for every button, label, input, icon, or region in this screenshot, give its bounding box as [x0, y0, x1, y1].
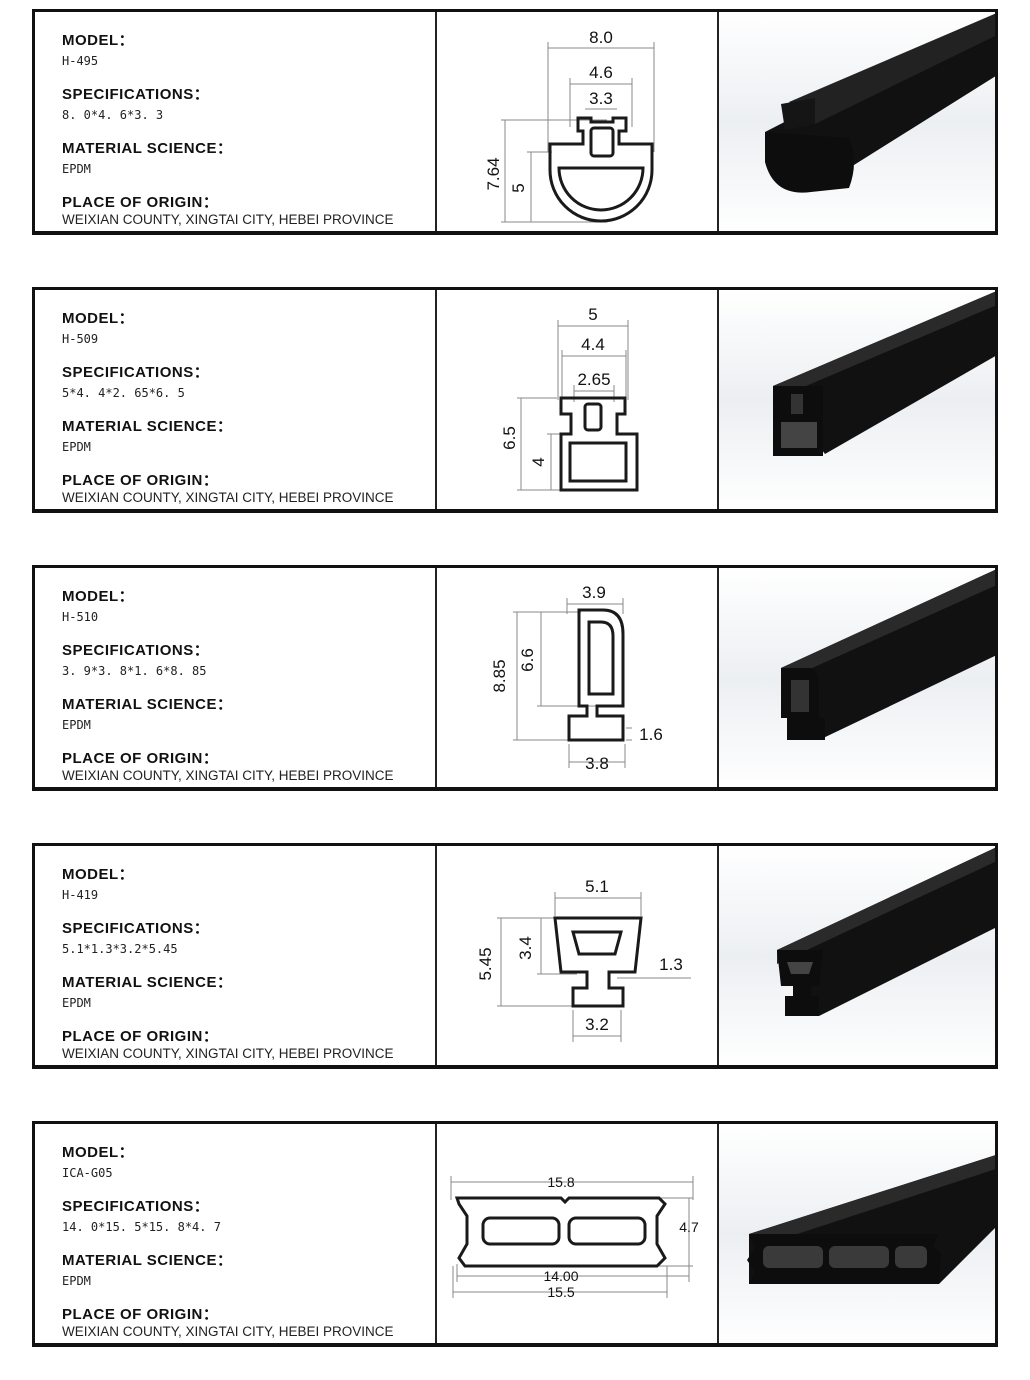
technical-drawing: 3.9 8.85 6.6 1.6 3.8 — [437, 568, 719, 787]
material-value: EPDM — [62, 440, 91, 454]
model-label: MODEL： — [62, 866, 135, 883]
dimension-label: 8.85 — [490, 659, 509, 692]
product-render — [719, 568, 995, 787]
technical-drawing: 8.0 4.6 3.3 7.64 5 — [437, 12, 719, 231]
product-render — [719, 846, 995, 1065]
product-card-h419: MODEL： H-419 SPECIFICATIONS： 5.1*1.3*3.2… — [32, 843, 998, 1069]
specifications-value: 5*4. 4*2. 65*6. 5 — [62, 386, 185, 400]
dimension-label: 3.9 — [582, 583, 606, 602]
model-label: MODEL： — [62, 1144, 135, 1161]
material-label: MATERIAL SCIENCE： — [62, 1252, 233, 1269]
product-render — [719, 290, 995, 509]
product-info: MODEL： H-509 SPECIFICATIONS： 5*4. 4*2. 6… — [35, 290, 437, 509]
profile-shape — [553, 916, 643, 1008]
material-value: EPDM — [62, 162, 91, 176]
dimension-label: 3.2 — [585, 1015, 609, 1034]
dimension-label: 5 — [588, 305, 597, 324]
product-info: MODEL： H-419 SPECIFICATIONS： 5.1*1.3*3.2… — [35, 846, 437, 1065]
material-value: EPDM — [62, 996, 91, 1010]
profile-shape — [559, 396, 639, 492]
origin-value: WEIXIAN COUNTY, XINGTAI CITY, HEBEI PROV… — [62, 212, 394, 227]
dimension-label: 4.7 — [679, 1219, 699, 1235]
specifications-label: SPECIFICATIONS： — [62, 920, 210, 937]
product-card-h510: MODEL： H-510 SPECIFICATIONS： 3. 9*3. 8*1… — [32, 565, 998, 791]
product-info: MODEL： ICA-G05 SPECIFICATIONS： 14. 0*15.… — [35, 1124, 437, 1343]
origin-value: WEIXIAN COUNTY, XINGTAI CITY, HEBEI PROV… — [62, 768, 394, 783]
render-image — [719, 568, 995, 787]
dimension-label: 5.45 — [476, 947, 495, 980]
profile-drawing-svg: 5 4.4 2.65 6.5 4 — [500, 305, 639, 492]
dimension-label: 14.00 — [543, 1268, 578, 1284]
dimension-label: 7.64 — [484, 157, 503, 190]
model-label: MODEL： — [62, 32, 135, 49]
dimension-label: 3.8 — [585, 754, 609, 773]
product-render — [719, 12, 995, 231]
profile-drawing-svg: 15.8 4.7 14.00 15.5 — [450, 1174, 699, 1300]
dimension-label: 4.6 — [589, 63, 613, 82]
product-info: MODEL： H-510 SPECIFICATIONS： 3. 9*3. 8*1… — [35, 568, 437, 787]
origin-label: PLACE OF ORIGIN： — [62, 750, 219, 767]
material-value: EPDM — [62, 1274, 91, 1288]
render-image — [719, 846, 995, 1065]
render-image — [719, 290, 995, 509]
render-image — [719, 1124, 995, 1343]
profile-shape — [454, 1196, 667, 1268]
profile-drawing-svg: 8.0 4.6 3.3 7.64 5 — [484, 28, 655, 223]
dimension-label: 15.8 — [547, 1174, 574, 1190]
specifications-value: 8. 0*4. 6*3. 3 — [62, 108, 164, 122]
material-label: MATERIAL SCIENCE： — [62, 140, 233, 157]
dimension-label: 2.65 — [577, 370, 610, 389]
origin-value: WEIXIAN COUNTY, XINGTAI CITY, HEBEI PROV… — [62, 1046, 394, 1061]
model-value: H-509 — [62, 332, 99, 346]
profile-drawing-svg: 3.9 8.85 6.6 1.6 3.8 — [490, 583, 663, 773]
origin-label: PLACE OF ORIGIN： — [62, 472, 219, 489]
material-label: MATERIAL SCIENCE： — [62, 696, 233, 713]
product-card-icag05: MODEL： ICA-G05 SPECIFICATIONS： 14. 0*15.… — [32, 1121, 998, 1347]
origin-value: WEIXIAN COUNTY, XINGTAI CITY, HEBEI PROV… — [62, 490, 394, 505]
origin-label: PLACE OF ORIGIN： — [62, 1028, 219, 1045]
dimension-label: 1.3 — [659, 955, 683, 974]
material-label: MATERIAL SCIENCE： — [62, 418, 233, 435]
model-value: H-419 — [62, 888, 99, 902]
specifications-value: 14. 0*15. 5*15. 8*4. 7 — [62, 1220, 221, 1234]
profile-drawing-svg: 5.1 5.45 3.4 1.3 3.2 — [476, 877, 691, 1042]
specifications-label: SPECIFICATIONS： — [62, 642, 210, 659]
model-value: H-510 — [62, 610, 99, 624]
model-label: MODEL： — [62, 588, 135, 605]
render-image — [719, 12, 995, 231]
technical-drawing: 15.8 4.7 14.00 15.5 — [437, 1124, 719, 1343]
dimension-label: 6.6 — [518, 648, 537, 672]
profile-shape — [567, 608, 625, 742]
origin-label: PLACE OF ORIGIN： — [62, 1306, 219, 1323]
product-card-h495: MODEL： H-495 SPECIFICATIONS： 8. 0*4. 6*3… — [32, 9, 998, 235]
material-value: EPDM — [62, 718, 91, 732]
specifications-label: SPECIFICATIONS： — [62, 86, 210, 103]
dimension-label: 3.4 — [516, 936, 535, 960]
dimension-label: 3.3 — [589, 89, 613, 108]
model-value: ICA-G05 — [62, 1166, 113, 1180]
dimension-label: 4 — [529, 457, 548, 466]
technical-drawing: 5.1 5.45 3.4 1.3 3.2 — [437, 846, 719, 1065]
dimension-label: 1.6 — [639, 725, 663, 744]
dimension-label: 8.0 — [589, 28, 613, 47]
material-label: MATERIAL SCIENCE： — [62, 974, 233, 991]
specifications-value: 5.1*1.3*3.2*5.45 — [62, 942, 178, 956]
specifications-value: 3. 9*3. 8*1. 6*8. 85 — [62, 664, 207, 678]
technical-drawing: 5 4.4 2.65 6.5 4 — [437, 290, 719, 509]
dimension-label: 5.1 — [585, 877, 609, 896]
profile-shape — [548, 116, 654, 223]
dimension-label: 4.4 — [581, 335, 605, 354]
origin-value: WEIXIAN COUNTY, XINGTAI CITY, HEBEI PROV… — [62, 1324, 394, 1339]
specifications-label: SPECIFICATIONS： — [62, 364, 210, 381]
product-render — [719, 1124, 995, 1343]
model-label: MODEL： — [62, 310, 135, 327]
model-value: H-495 — [62, 54, 99, 68]
product-info: MODEL： H-495 SPECIFICATIONS： 8. 0*4. 6*3… — [35, 12, 437, 231]
product-card-h509: MODEL： H-509 SPECIFICATIONS： 5*4. 4*2. 6… — [32, 287, 998, 513]
dimension-label: 5 — [509, 183, 528, 192]
origin-label: PLACE OF ORIGIN： — [62, 194, 219, 211]
specifications-label: SPECIFICATIONS： — [62, 1198, 210, 1215]
dimension-label: 15.5 — [547, 1284, 574, 1300]
dimension-label: 6.5 — [500, 426, 519, 450]
